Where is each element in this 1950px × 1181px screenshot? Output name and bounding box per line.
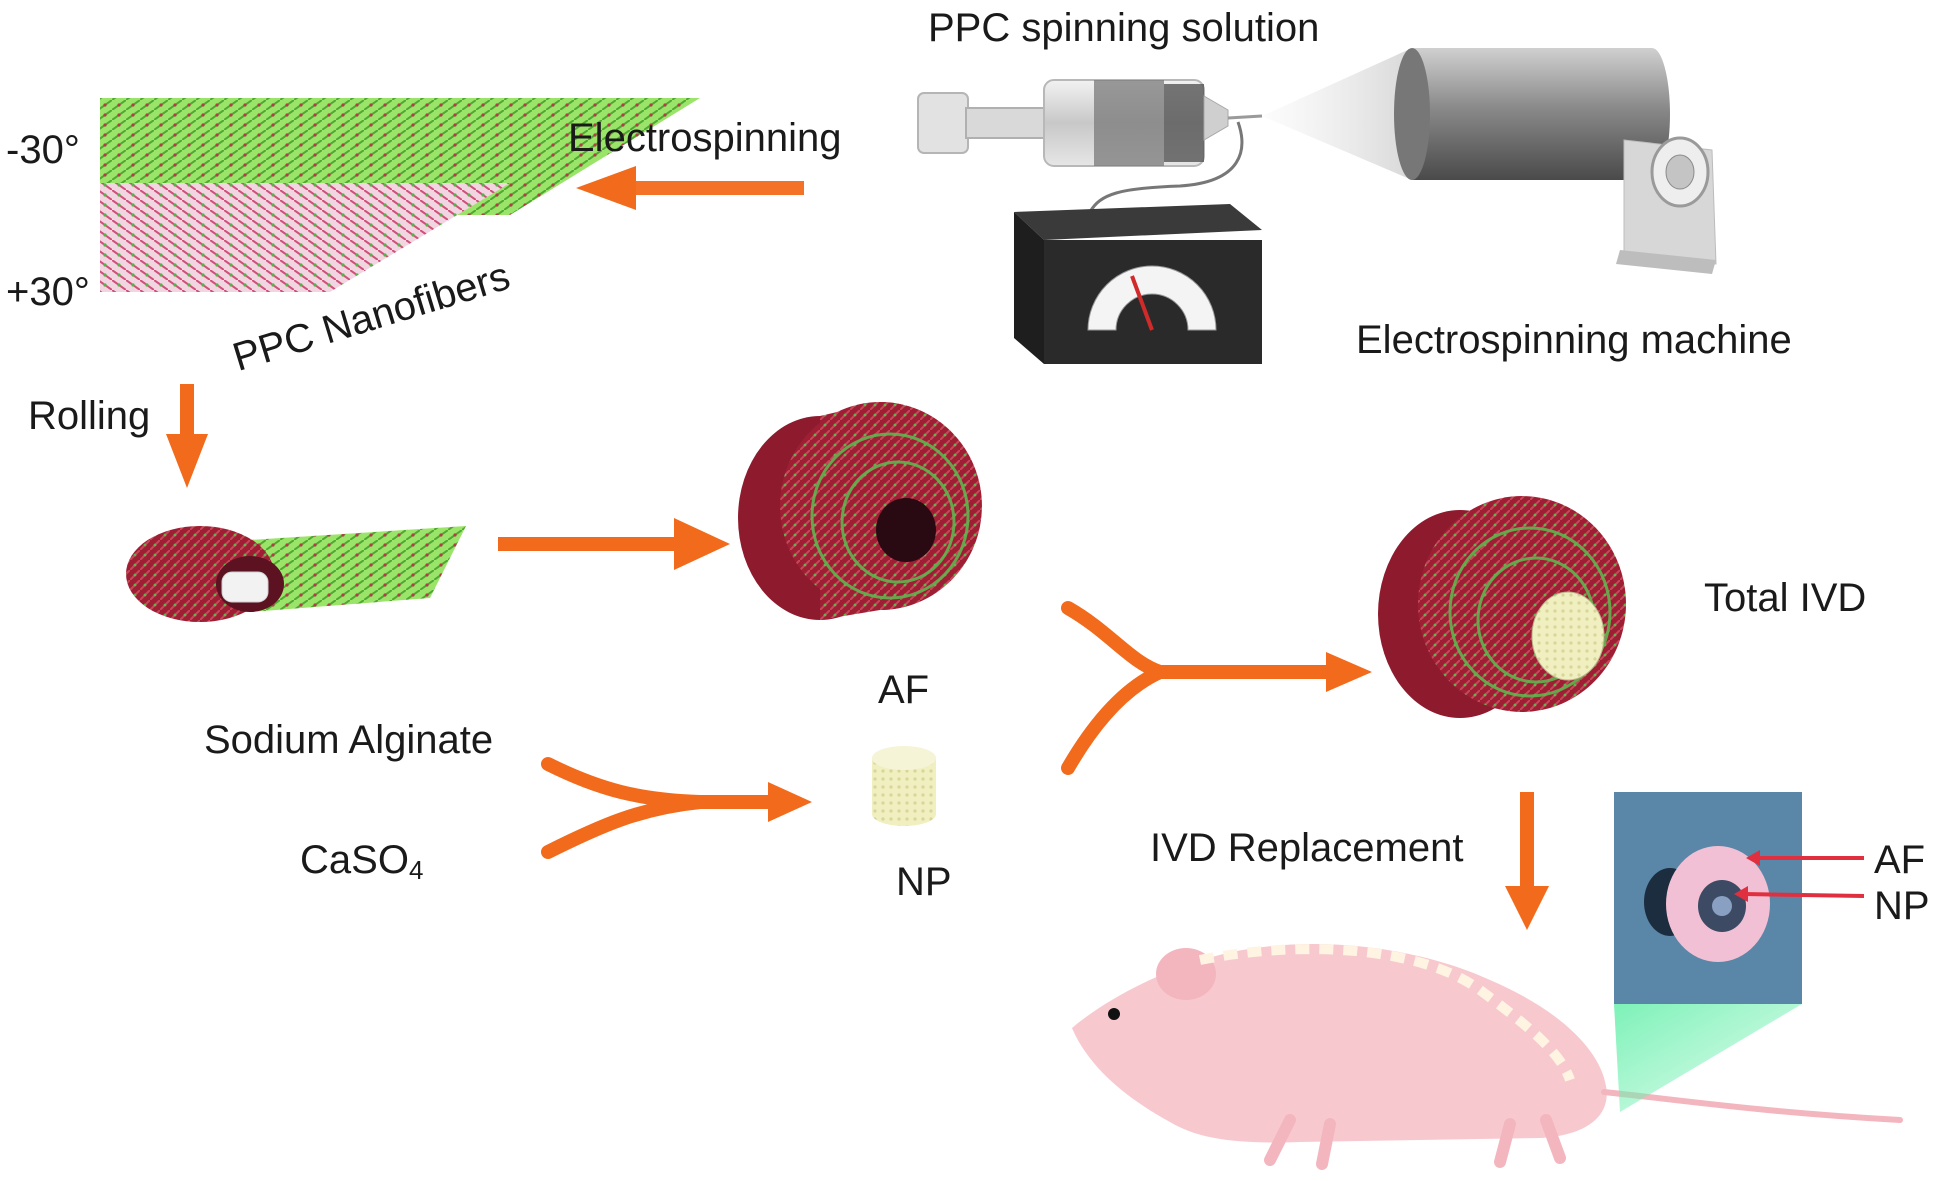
label-electrospinning: Electrospinning bbox=[568, 116, 842, 160]
arrow-electrospinning bbox=[576, 166, 804, 210]
inset-pointer-arrows bbox=[1734, 850, 1865, 902]
arrow-replacement bbox=[1505, 792, 1549, 930]
label-af: AF bbox=[878, 668, 930, 712]
arrow-gel-head bbox=[768, 782, 812, 822]
label-minus-30: -30° bbox=[6, 128, 80, 172]
label-inset-np: NP bbox=[1874, 884, 1930, 928]
label-plus-30: +30° bbox=[6, 270, 90, 314]
arrow-rolling bbox=[166, 384, 208, 488]
label-caso4-subscript: 4 bbox=[408, 855, 424, 885]
arrow-roll-to-af bbox=[498, 518, 730, 570]
power-supply-icon bbox=[1014, 204, 1262, 364]
label-sodium-alginate: Sodium Alginate bbox=[204, 718, 494, 762]
spinning-cone bbox=[1262, 48, 1412, 180]
power-wire bbox=[1088, 121, 1244, 213]
label-electrospinning-machine: Electrospinning machine bbox=[1356, 318, 1792, 362]
label-inset-af: AF bbox=[1874, 838, 1926, 882]
fiber-sheet-plus30 bbox=[100, 183, 510, 292]
syringe-icon bbox=[917, 79, 1263, 167]
drum-collector-icon bbox=[1394, 48, 1717, 274]
label-caso4: CaSO4 bbox=[300, 840, 423, 883]
zoom-beam bbox=[1614, 1004, 1802, 1112]
inset-photo bbox=[1614, 792, 1802, 1004]
np-gel-icon bbox=[872, 746, 936, 826]
label-ivd-replacement: IVD Replacement bbox=[1150, 826, 1464, 870]
label-ppc-spinning-solution: PPC spinning solution bbox=[928, 6, 1320, 50]
arrow-total-merge bbox=[1061, 601, 1335, 775]
label-np: NP bbox=[896, 860, 952, 904]
label-caso4-main: CaSO bbox=[300, 838, 409, 882]
af-roll-icon bbox=[738, 402, 982, 620]
rolled-sheet-icon bbox=[126, 526, 466, 622]
arrow-total-head bbox=[1326, 652, 1372, 692]
label-rolling: Rolling bbox=[28, 394, 151, 438]
label-total-ivd: Total IVD bbox=[1704, 576, 1867, 620]
arrow-gel-merge bbox=[541, 757, 777, 859]
total-ivd-icon bbox=[1378, 496, 1626, 718]
rat-icon bbox=[1072, 944, 1903, 1170]
